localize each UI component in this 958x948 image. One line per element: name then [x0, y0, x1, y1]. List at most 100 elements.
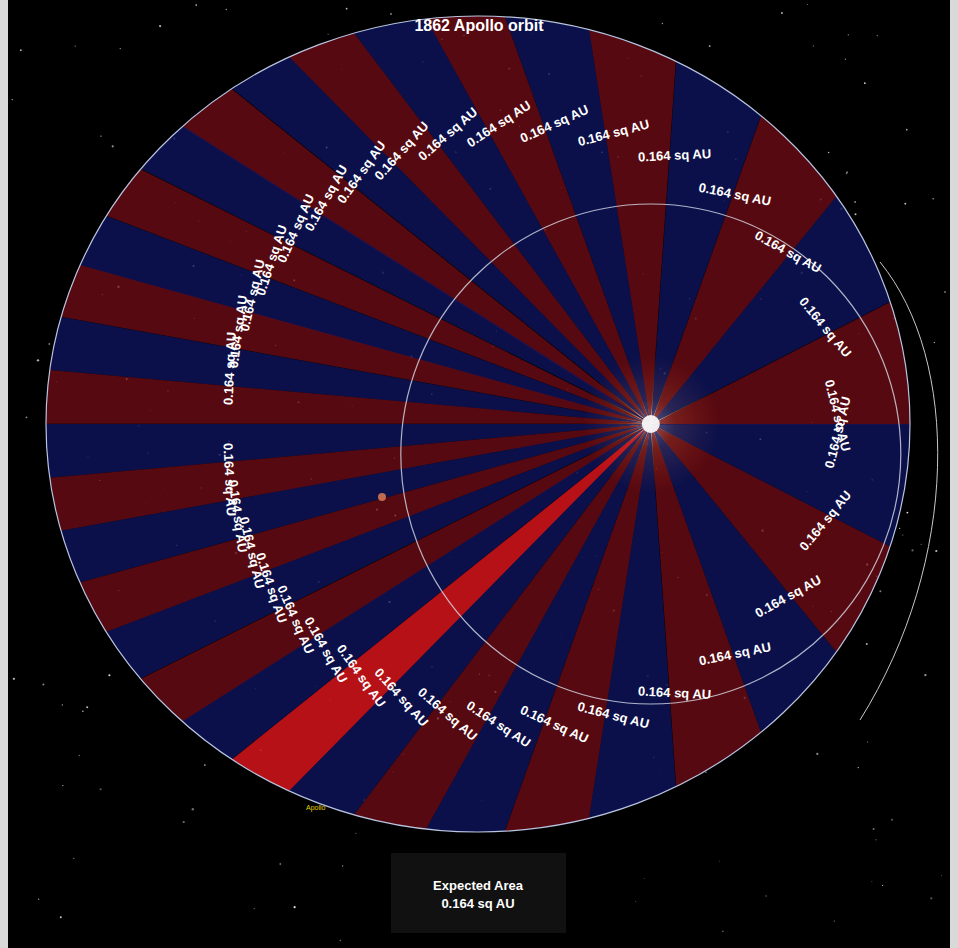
star [845, 59, 846, 60]
star [891, 819, 893, 821]
star [705, 772, 706, 773]
star [183, 821, 185, 823]
star [902, 535, 903, 536]
earth-orbit [401, 204, 901, 704]
star [340, 940, 342, 942]
star [719, 860, 721, 862]
sun-core [642, 415, 660, 433]
star [854, 201, 856, 203]
star [342, 865, 343, 866]
star [904, 203, 906, 205]
star [813, 45, 815, 47]
star [816, 753, 818, 755]
star [390, 13, 392, 15]
wedge-fill [46, 370, 651, 424]
star [79, 755, 80, 756]
star [858, 767, 859, 768]
area-wedge: 0.164 sq AU [46, 370, 651, 424]
star [932, 198, 934, 200]
box-value: 0.164 sq AU [391, 895, 566, 913]
star [62, 704, 63, 705]
area-label: 0.164 sq AU [638, 683, 639, 698]
star [100, 135, 102, 137]
wedge-shape [46, 370, 651, 424]
star [941, 874, 943, 876]
star [846, 172, 848, 174]
star [42, 684, 44, 686]
star [159, 25, 161, 27]
star [854, 213, 856, 215]
star [722, 931, 723, 932]
star [867, 741, 868, 742]
star [709, 45, 711, 47]
star [828, 152, 830, 154]
star [643, 877, 645, 879]
star [73, 858, 74, 859]
star [834, 920, 835, 921]
star [60, 916, 62, 918]
star [930, 897, 932, 899]
star [907, 512, 909, 514]
star [877, 35, 878, 36]
star [38, 899, 39, 900]
star [866, 643, 868, 645]
star [871, 880, 873, 882]
planet-dot [378, 493, 386, 501]
star [112, 145, 114, 147]
star [37, 359, 39, 361]
star [195, 4, 197, 6]
star [13, 678, 15, 680]
star [765, 895, 767, 897]
area-label: 0.164 sq AU [221, 442, 236, 443]
star [254, 908, 255, 909]
title: 1862 Apollo orbit [414, 17, 543, 34]
star [20, 49, 22, 51]
star [355, 832, 357, 834]
star [935, 550, 937, 552]
star [82, 710, 83, 711]
star [108, 674, 110, 676]
star [875, 839, 876, 840]
star [327, 34, 328, 35]
star [99, 788, 101, 790]
star [62, 785, 63, 786]
star [226, 9, 227, 10]
object-tag: Apollo [306, 804, 325, 811]
star [346, 8, 348, 10]
star [12, 99, 13, 100]
star [911, 549, 913, 551]
star [864, 82, 866, 84]
area-label: 0.164 sq AU [226, 479, 241, 481]
wedge-shape [651, 424, 910, 546]
area-wedge: 0.164 sq AU [651, 424, 910, 546]
star [75, 45, 76, 46]
star [279, 863, 281, 865]
star [921, 544, 922, 545]
wedge-fill [651, 424, 910, 547]
star [879, 590, 881, 592]
star-field [12, 4, 946, 941]
star [848, 34, 849, 35]
star [26, 416, 28, 418]
apollo-orbit [46, 16, 910, 832]
star [873, 828, 875, 830]
star [906, 129, 908, 131]
tag-holder: Apollo [306, 796, 325, 814]
black-sky [8, 0, 950, 948]
box-heading: Expected Area [391, 877, 566, 895]
star [944, 291, 946, 293]
star [48, 343, 50, 345]
star [662, 23, 663, 24]
star [924, 674, 926, 676]
orbit-arc [860, 262, 938, 720]
star [635, 900, 637, 902]
star [204, 764, 206, 766]
star [294, 906, 296, 908]
star [882, 885, 883, 886]
star [899, 528, 900, 529]
expected-area-box: Expected Area0.164 sq AU [391, 853, 566, 933]
star [120, 48, 121, 49]
star [781, 12, 783, 14]
